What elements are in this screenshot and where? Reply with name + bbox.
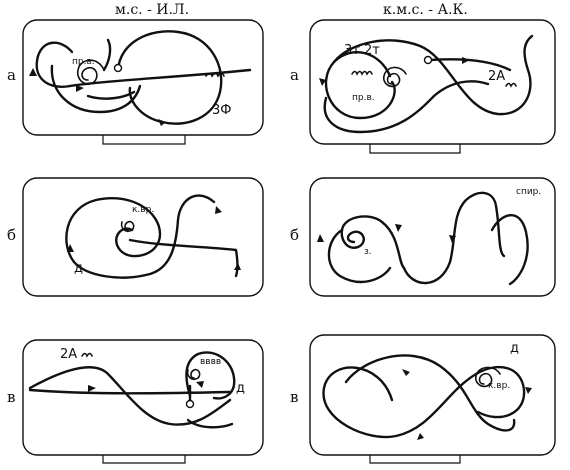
jump-mark (113, 63, 123, 73)
track-right-c: д к.вр. (322, 341, 532, 440)
track-line (50, 64, 142, 114)
rink-outline (22, 19, 264, 136)
rink-outline (22, 177, 264, 297)
track-line (323, 80, 490, 134)
direction-arrow (76, 85, 84, 92)
track-left-c: 2А вввв д (28, 347, 245, 429)
spiral-mark (474, 366, 501, 388)
rink-right-a (309, 19, 556, 154)
rink-right-c (309, 334, 556, 464)
row-label-a-right: а (290, 66, 299, 84)
row-label-c-right: в (290, 388, 298, 406)
annotation-spiral: к.вр. (132, 205, 154, 215)
track-line (324, 51, 396, 120)
judges-bench (369, 455, 461, 464)
direction-arrow (402, 369, 410, 376)
annotation-jump: 3т 2т (344, 43, 380, 58)
track-left-b: к.вр. д (65, 194, 241, 279)
direction-arrow (317, 234, 324, 242)
annotation-spin: вввв (200, 357, 221, 367)
row-label-b-right: б (290, 226, 299, 244)
rink-outline (309, 19, 556, 145)
judges-bench (102, 135, 186, 145)
annotation-jump2: 2А (488, 69, 505, 84)
step-sequence-mark (351, 70, 373, 76)
rink-outline (22, 339, 264, 456)
annotation-start: д (510, 341, 519, 356)
direction-arrow (196, 381, 204, 388)
column-title-right: к.м.с. - А.К. (383, 2, 468, 18)
direction-arrow (67, 244, 74, 252)
track-line (322, 365, 526, 439)
annotation-spiral: к.вр. (488, 381, 510, 391)
annotation-end: д (74, 261, 83, 276)
track-line (86, 90, 136, 100)
spiral-mark (186, 368, 201, 381)
direction-arrow (88, 385, 96, 392)
track-line (116, 30, 223, 125)
jump-mark (185, 399, 195, 409)
track-left-a: пр.в. 3Ф (29, 30, 252, 126)
track-line (72, 194, 216, 279)
direction-arrow (234, 263, 241, 270)
judges-bench (369, 144, 461, 154)
track-line (28, 388, 232, 395)
direction-arrow (395, 224, 402, 232)
rink-outline (309, 334, 556, 456)
annotation-spiral: пр.в. (72, 57, 95, 67)
step-sequence-mark (505, 82, 517, 88)
track-line (327, 228, 392, 284)
track-line (65, 197, 162, 264)
step-sequence-mark (81, 352, 93, 358)
direction-arrow (449, 235, 456, 243)
direction-arrow (417, 433, 424, 440)
spiral-mark (76, 59, 105, 85)
track-right-a: 3т 2т пр.в. 2А (319, 34, 534, 134)
direction-arrow (215, 206, 222, 214)
track-line (185, 351, 236, 400)
annotation-spiral: з. (364, 247, 372, 257)
track-right-b: з. спир. (317, 187, 541, 286)
rink-outline (309, 177, 556, 297)
direction-arrow (29, 68, 37, 76)
annotation-end: д (236, 381, 245, 396)
row-label-a-left: а (7, 66, 16, 84)
spiral-mark (120, 220, 135, 233)
jump-mark (423, 55, 433, 65)
annotation-jump: 2А (60, 347, 77, 362)
rink-left-b (22, 177, 264, 297)
annotation-code: 3Ф (212, 103, 231, 118)
row-label-c-left: в (7, 388, 15, 406)
rink-right-b (309, 177, 556, 297)
track-line (186, 418, 234, 429)
spiral-mark (382, 66, 407, 88)
direction-arrow (319, 78, 326, 86)
track-line (490, 214, 529, 286)
track-line (344, 354, 516, 432)
row-label-b-left: б (7, 226, 16, 244)
track-line (35, 41, 74, 88)
track-line (102, 38, 112, 72)
track-line (340, 215, 406, 270)
track-line (428, 58, 512, 72)
column-title-left: м.с. - И.Л. (115, 2, 189, 18)
step-sequence-mark (205, 72, 225, 78)
annotation-spiral: пр.в. (352, 93, 375, 103)
rink-left-a (22, 19, 264, 145)
judges-bench (102, 455, 186, 464)
direction-arrow (525, 387, 532, 394)
track-line (28, 366, 232, 426)
track-line (332, 34, 534, 116)
annotation-end: спир. (516, 187, 541, 197)
direction-arrow (158, 119, 166, 126)
direction-arrow (462, 57, 470, 64)
